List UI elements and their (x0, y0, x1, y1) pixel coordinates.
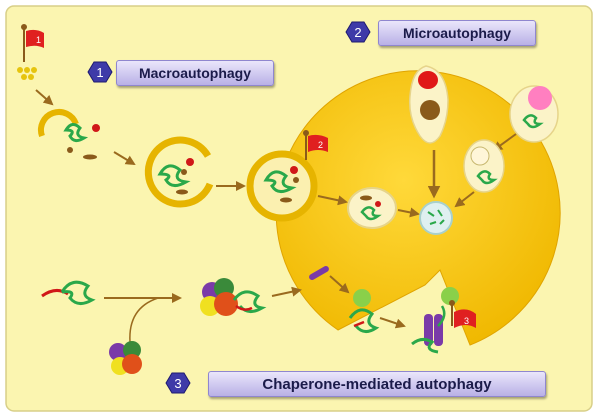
brown-particle (280, 197, 292, 203)
flag-3-number: 3 (464, 316, 469, 326)
protein-icon (157, 164, 191, 187)
cream-particle (470, 146, 490, 166)
arrow-icon (271, 286, 302, 297)
hexagon-badge-icon: 2 (345, 21, 371, 43)
brown-particle (293, 177, 299, 183)
substrate-protein (41, 280, 96, 305)
arrow-icon (35, 89, 54, 106)
pathway-3-label-text: Chaperone-mediated autophagy (262, 375, 492, 393)
receptor-icon (309, 266, 329, 280)
red-particle (290, 166, 298, 174)
brown-particle (176, 189, 188, 195)
expanding-phagophore (144, 136, 214, 208)
degradation-vesicle (419, 201, 453, 235)
pathway-3-label: Chaperone-mediated autophagy (208, 371, 546, 397)
chaperone-bound-substrate (348, 289, 380, 333)
pathway-1-label-text: Macroautophagy (138, 65, 251, 81)
pathway-1-label: Macroautophagy (116, 60, 274, 86)
hexagon-badge-icon: 1 (87, 61, 113, 83)
protein-icon (263, 170, 297, 193)
red-particle (375, 201, 381, 207)
binding-arrow (129, 297, 159, 343)
pathway-2-label-text: Microautophagy (402, 25, 512, 41)
arrow-icon (329, 275, 350, 294)
brown-particle (360, 195, 372, 201)
arrow-icon (113, 151, 136, 166)
pathway-2-number: 2 (354, 25, 361, 40)
protein-icon (63, 123, 89, 143)
flag-2-number: 2 (318, 140, 323, 150)
arrow-icon (397, 207, 420, 218)
protein-icon (360, 206, 382, 221)
degraded-protein-fragments (427, 209, 445, 225)
autophagosome (246, 150, 318, 222)
lamp2a-receptor (411, 287, 459, 354)
protein-icon (476, 170, 498, 185)
phagophore (37, 109, 79, 137)
flag-1-number: 1 (36, 35, 41, 45)
pathway-3-number: 3 (174, 376, 181, 391)
chaperone-icon (109, 341, 142, 375)
red-particle (92, 124, 100, 132)
brown-particle (181, 169, 187, 175)
pathway-2-label: Microautophagy (378, 20, 536, 46)
chaperone-substrate-complex (200, 278, 267, 316)
brown-particle (83, 154, 97, 160)
flag-icon: 1 (21, 24, 44, 62)
pink-particle (528, 86, 552, 110)
red-particle (186, 158, 194, 166)
arrow-icon (454, 191, 475, 208)
flag-icon: 3 (449, 300, 476, 328)
brown-particle (420, 100, 440, 120)
pathway-1-number: 1 (96, 65, 103, 80)
arrow-icon (379, 317, 406, 329)
arrow-icon (317, 195, 348, 206)
protein-icon (522, 114, 544, 129)
brown-particle (67, 147, 73, 153)
red-particle (418, 71, 438, 89)
flag-icon: 2 (303, 130, 328, 160)
small-particles (17, 67, 37, 80)
hexagon-badge-icon: 3 (165, 372, 191, 394)
